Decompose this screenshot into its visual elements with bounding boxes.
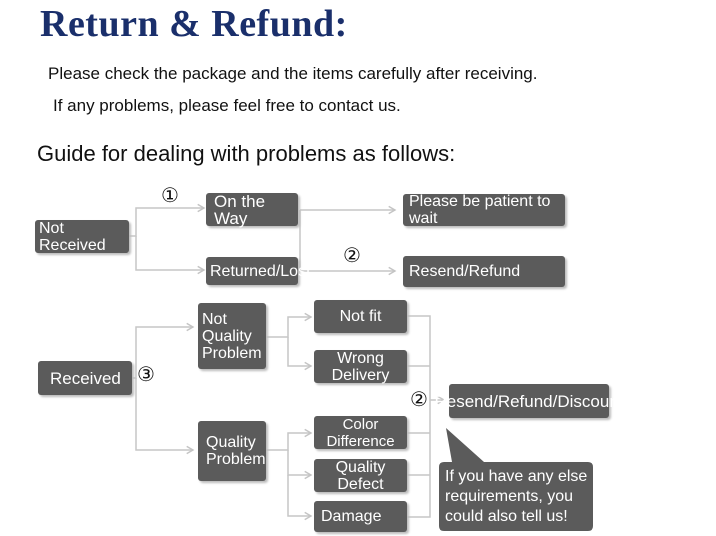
node-not-quality-problem: Not Quality Problem bbox=[198, 303, 266, 369]
intro-line-2: If any problems, please feel free to con… bbox=[53, 96, 401, 115]
callout-bubble bbox=[439, 428, 593, 531]
node-please-wait: Please be patient to wait bbox=[403, 193, 565, 227]
marker-one: ① bbox=[161, 185, 179, 207]
node-wrong-delivery: Wrong Delivery bbox=[314, 350, 407, 384]
node-on-the-way: On the Way bbox=[206, 193, 298, 227]
node-resend-refund: Resend/Refund bbox=[403, 256, 565, 287]
callout-text: If you have any else requirements, you c… bbox=[445, 468, 588, 525]
node-not-fit: Not fit bbox=[314, 300, 407, 333]
node-color-difference: Color Difference bbox=[314, 416, 407, 450]
node-damage: Damage bbox=[314, 501, 407, 532]
node-not-received: Not Received bbox=[35, 220, 129, 254]
marker-two-bottom: ② bbox=[410, 389, 428, 411]
guide-heading: Guide for dealing with problems as follo… bbox=[37, 141, 456, 166]
node-quality-problem: Quality Problem bbox=[198, 421, 266, 481]
node-quality-defect: Quality Defect bbox=[314, 459, 407, 493]
marker-three: ③ bbox=[137, 364, 155, 386]
node-resend-refund-discount: Resend/Refund/Discount bbox=[435, 384, 624, 418]
page-title: Return & Refund: bbox=[40, 3, 348, 45]
marker-two-top: ② bbox=[343, 245, 361, 267]
intro-line-1: Please check the package and the items c… bbox=[48, 64, 538, 83]
node-returned-lost: Returned/Lost bbox=[206, 257, 311, 285]
node-received: Received bbox=[38, 361, 132, 395]
